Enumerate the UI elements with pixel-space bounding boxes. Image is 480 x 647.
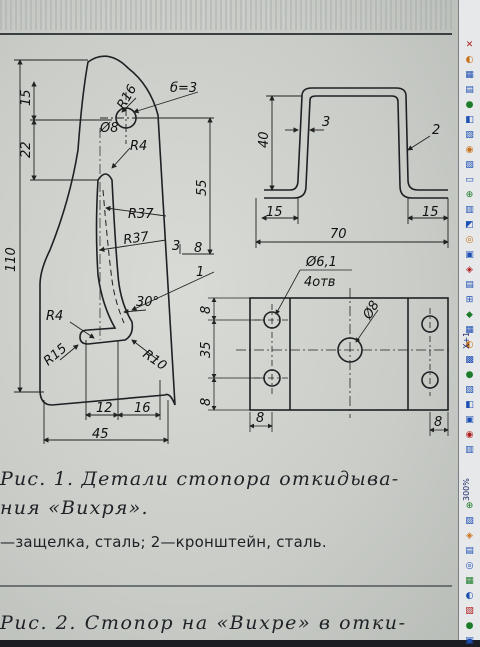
toolbar-button-icon[interactable]: ▤ bbox=[465, 280, 474, 290]
dim-16: 16 bbox=[134, 401, 151, 416]
dim-plan-8-right: 8 bbox=[434, 415, 442, 430]
leader-2: 2 bbox=[432, 123, 440, 138]
plan-outline bbox=[249, 297, 449, 411]
dim-110: 110 bbox=[4, 247, 19, 272]
toolbar-button-icon[interactable]: ▣ bbox=[465, 415, 474, 425]
toolbar-button-icon[interactable]: ◉ bbox=[465, 430, 474, 440]
dim-40: 40 bbox=[257, 131, 272, 148]
dim-22: 22 bbox=[19, 141, 34, 158]
dim-70: 70 bbox=[330, 227, 347, 242]
figure-caption-line1: Рис. 1. Детали стопора откидыва- bbox=[0, 468, 400, 490]
dim-8b: 8 bbox=[194, 241, 202, 256]
figure-caption-line2: ния «Вихря». bbox=[0, 497, 149, 519]
toolbar-vertical-label: X+1 bbox=[462, 331, 471, 349]
section-divider bbox=[0, 585, 452, 587]
toolbar-button-icon[interactable]: ◧ bbox=[465, 115, 474, 125]
dim-plan-8-bottom: 8 bbox=[256, 411, 264, 426]
toolbar-button-icon[interactable]: ▣ bbox=[465, 636, 474, 646]
dim-plan-8-left: 8 bbox=[199, 398, 214, 406]
document-page: 15 22 110 R16 Ø8 б=3 R4 55 R37 R37 3 8 3… bbox=[0, 0, 458, 640]
toolbar-button-icon[interactable]: ▥ bbox=[465, 205, 474, 215]
toolbar-button-icon[interactable]: ▧ bbox=[465, 385, 474, 395]
toolbar-button-icon[interactable]: ◧ bbox=[465, 400, 474, 410]
toolbar-button-icon[interactable]: ● bbox=[465, 621, 474, 631]
toolbar-button-icon[interactable]: ▨ bbox=[465, 160, 474, 170]
toolbar-button-icon[interactable]: ▧ bbox=[465, 606, 474, 616]
header-texture bbox=[0, 0, 452, 30]
dim-r10: R10 bbox=[140, 347, 170, 374]
dim-thickness: б=3 bbox=[170, 81, 197, 96]
toolbar-button-icon[interactable]: ▥ bbox=[465, 445, 474, 455]
bracket-profile bbox=[264, 87, 448, 199]
toolbar-button-icon[interactable]: ◐ bbox=[465, 55, 474, 65]
dim-angle30: 30° bbox=[136, 295, 159, 310]
dim-r16: R16 bbox=[114, 82, 140, 112]
toolbar-button-icon[interactable]: ◎ bbox=[465, 561, 474, 571]
dim-15: 15 bbox=[19, 89, 34, 106]
toolbar-button-icon[interactable]: ▦ bbox=[465, 325, 474, 335]
figure-legend: —защелка, сталь; 2—кронштейн, сталь. bbox=[0, 533, 327, 551]
dim-3: 3 bbox=[172, 239, 180, 254]
dim-center-hole: Ø8 bbox=[360, 298, 383, 322]
dim-55: 55 bbox=[195, 179, 210, 196]
toolbar-button-icon[interactable]: ◈ bbox=[466, 265, 473, 275]
toolbar-button-icon[interactable]: ▦ bbox=[465, 576, 474, 586]
toolbar-button-icon[interactable]: ◉ bbox=[465, 145, 474, 155]
toolbar-button-icon[interactable]: ◆ bbox=[466, 310, 473, 320]
dim-45: 45 bbox=[92, 427, 109, 442]
toolbar-button-icon[interactable]: ▨ bbox=[465, 516, 474, 526]
toolbar-button-icon[interactable]: ▧ bbox=[465, 130, 474, 140]
toolbar-button-icon[interactable]: ● bbox=[465, 100, 474, 110]
toolbar-button-icon[interactable]: ◐ bbox=[465, 340, 474, 350]
dim-15-left: 15 bbox=[266, 205, 283, 220]
toolbar-button-icon[interactable]: ● bbox=[465, 370, 474, 380]
toolbar-button-icon[interactable]: ▦ bbox=[465, 70, 474, 80]
dim-r37b: R37 bbox=[122, 229, 150, 248]
right-toolbar: ✕ ◐ ▦ ▤ ● ◧ ▧ ◉ ▨ ▭ ⊕ ▥ ◩ ◎ ▣ ◈ ▤ ⊞ ◆ ▦ ◐ ▩ ● ▧ ◧ ▣ ◉ ▥ ⊕ ▨ ◈ ▤ ◎ ▦ ◐ ▧ ● ▣ X+… bbox=[458, 0, 480, 646]
dim-d8: Ø8 bbox=[99, 121, 119, 136]
toolbar-zoom-label: 300% bbox=[462, 478, 471, 502]
dim-hole-dia: Ø6,1 bbox=[305, 255, 337, 270]
leader-1: 1 bbox=[196, 265, 204, 280]
figure2-caption: Рис. 2. Стопор на «Вихре» в отки- bbox=[0, 612, 407, 634]
toolbar-button-icon[interactable]: ◎ bbox=[465, 235, 474, 245]
dim-15-right: 15 bbox=[422, 205, 439, 220]
toolbar-button-icon[interactable]: ⊕ bbox=[465, 501, 474, 511]
technical-drawing: 15 22 110 R16 Ø8 б=3 R4 55 R37 R37 3 8 3… bbox=[4, 55, 452, 444]
toolbar-button-icon[interactable]: ⊕ bbox=[465, 190, 474, 200]
toolbar-button-icon[interactable]: ◈ bbox=[466, 531, 473, 541]
toolbar-button-icon[interactable]: ⊞ bbox=[465, 295, 474, 305]
toolbar-button-icon[interactable]: ▩ bbox=[465, 355, 474, 365]
toolbar-button-icon[interactable]: ◩ bbox=[465, 220, 474, 230]
dim-12: 12 bbox=[96, 401, 113, 416]
dim-r4-top: R4 bbox=[130, 139, 147, 154]
dim-plan-8-top: 8 bbox=[199, 306, 214, 314]
dim-r15: R15 bbox=[41, 341, 70, 369]
dim-holes-count: 4отв bbox=[304, 275, 335, 290]
latch-outline bbox=[39, 55, 176, 406]
toolbar-button-icon[interactable]: ▭ bbox=[465, 175, 474, 185]
toolbar-button-icon[interactable]: ◐ bbox=[465, 591, 474, 601]
dim-r4-bottom: R4 bbox=[46, 309, 63, 324]
header-rule bbox=[0, 33, 452, 35]
toolbar-button-icon[interactable]: ▣ bbox=[465, 250, 474, 260]
toolbar-button-icon[interactable]: ▤ bbox=[465, 546, 474, 556]
dim-bracket-3: 3 bbox=[322, 115, 330, 130]
toolbar-button-icon[interactable]: ▤ bbox=[465, 85, 474, 95]
toolbar-button-icon[interactable]: ✕ bbox=[465, 40, 474, 50]
dim-35: 35 bbox=[199, 341, 214, 358]
latch-slot bbox=[79, 173, 134, 345]
dim-r37a: R37 bbox=[128, 207, 154, 222]
